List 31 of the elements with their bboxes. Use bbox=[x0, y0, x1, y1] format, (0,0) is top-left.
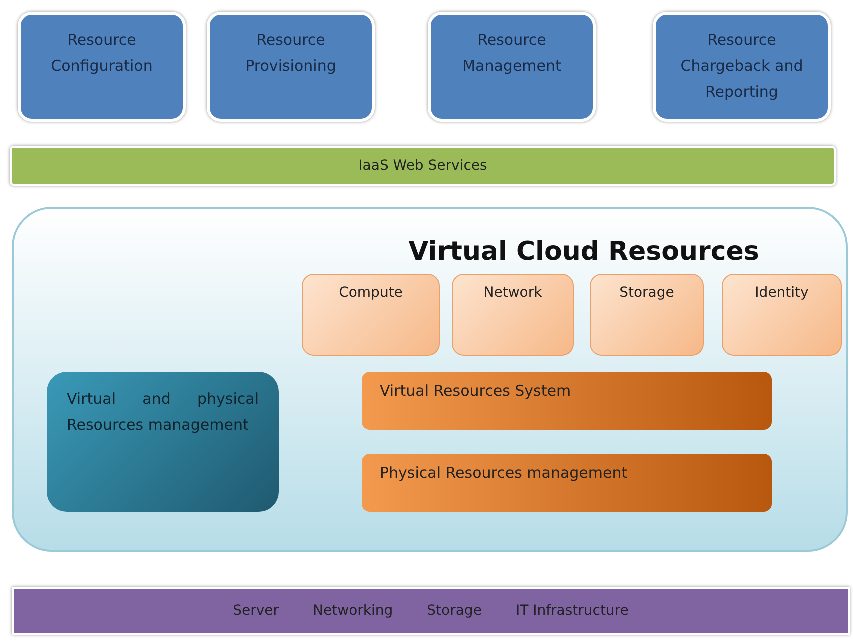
system-label: Virtual Resources System bbox=[380, 382, 572, 400]
module-box bbox=[207, 12, 375, 122]
module-label: Resource Configuration bbox=[50, 30, 154, 77]
management-label: Virtual and physical Resources management bbox=[67, 389, 259, 436]
module-label: Resource Provisioning bbox=[244, 30, 338, 77]
module-box bbox=[428, 12, 596, 122]
layer-label: Server bbox=[233, 603, 280, 619]
group-panel bbox=[12, 207, 848, 552]
service-box bbox=[452, 274, 574, 356]
management-box bbox=[47, 372, 279, 512]
layer-bar bbox=[12, 587, 850, 635]
layer-label: Storage bbox=[427, 603, 482, 619]
service-label: Identity bbox=[754, 285, 810, 301]
module-box bbox=[653, 12, 831, 122]
service-label: Network bbox=[482, 285, 544, 301]
layer-bar bbox=[10, 146, 836, 186]
system-bar bbox=[362, 454, 772, 512]
module-label: Resource Chargeback and Reporting bbox=[680, 30, 804, 103]
service-box bbox=[590, 274, 704, 356]
system-bar bbox=[362, 372, 772, 430]
service-box bbox=[722, 274, 842, 356]
layer-label: Networking bbox=[313, 603, 394, 619]
layer-label: IT Infrastructure bbox=[516, 603, 629, 619]
layer-label: IaaS Web Services bbox=[358, 158, 488, 174]
group-title: Virtual Cloud Resources bbox=[408, 237, 760, 267]
system-label: Physical Resources management bbox=[380, 464, 629, 482]
module-box bbox=[18, 12, 186, 122]
service-label: Storage bbox=[618, 285, 676, 301]
service-box bbox=[302, 274, 440, 356]
module-label: Resource Management bbox=[462, 30, 562, 77]
service-label: Compute bbox=[338, 285, 404, 301]
